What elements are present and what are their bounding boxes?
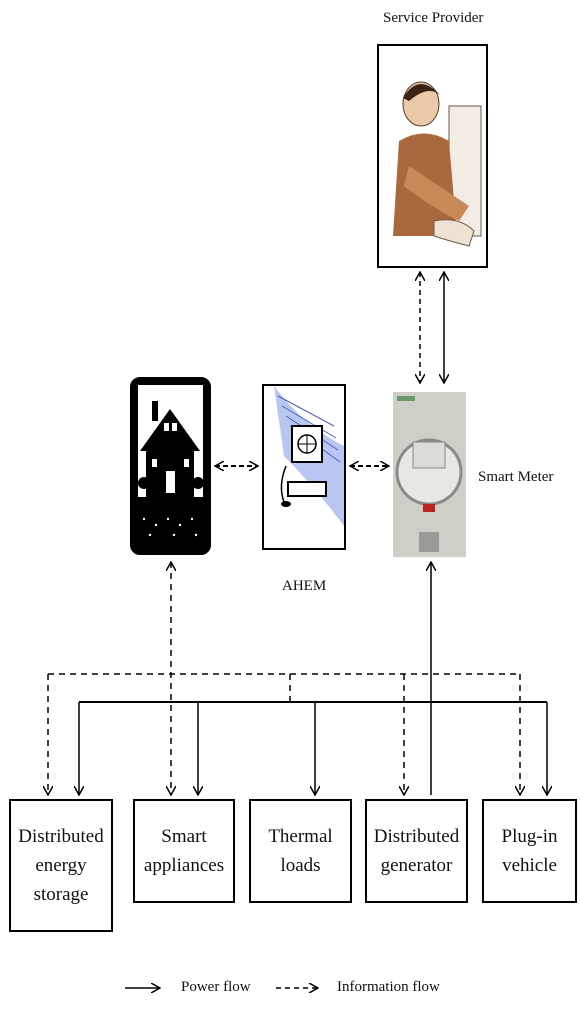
- legend-information-flow-label: Information flow: [337, 979, 440, 996]
- legend-power-flow-label: Power flow: [181, 979, 251, 996]
